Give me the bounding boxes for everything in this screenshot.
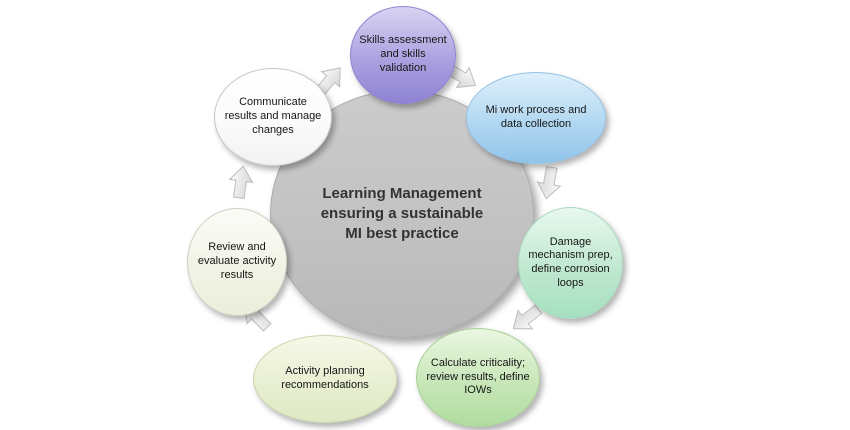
flow-arrow-icon xyxy=(503,297,549,341)
node-activity-planning: Activity planning recommendations xyxy=(253,335,397,423)
node-label: Review and evaluate activity results xyxy=(197,241,277,281)
center-title: Learning Management ensuring a sustainab… xyxy=(321,184,484,245)
node-calculate-criticality: Calculate criticality; review results, d… xyxy=(416,328,540,427)
node-label: Communicate results and manage changes xyxy=(224,96,322,136)
node-label: Skills assessment and skills validation xyxy=(359,34,447,74)
node-damage-mechanism: Damage mechanism prep, define corrosion … xyxy=(518,207,623,319)
node-review-evaluate: Review and evaluate activity results xyxy=(187,208,287,316)
node-label: Activity planning recommendations xyxy=(281,365,369,391)
node-label: Mi work process and data collection xyxy=(485,104,587,130)
node-skills-assessment: Skills assessment and skills validation xyxy=(350,6,456,104)
node-label: Damage mechanism prep, define corrosion … xyxy=(528,235,613,289)
center-title-line-3: MI best practice xyxy=(345,225,459,243)
center-title-line-2: ensuring a sustainable xyxy=(320,204,484,222)
node-label: Calculate criticality; review results, d… xyxy=(426,356,530,397)
center-title-line-1: Learning Management xyxy=(322,184,482,202)
node-communicate-results: Communicate results and manage changes xyxy=(214,68,332,166)
flow-arrow-icon xyxy=(225,162,258,202)
flow-arrow-icon xyxy=(532,163,566,203)
node-mi-work-process: Mi work process and data collection xyxy=(466,72,606,164)
